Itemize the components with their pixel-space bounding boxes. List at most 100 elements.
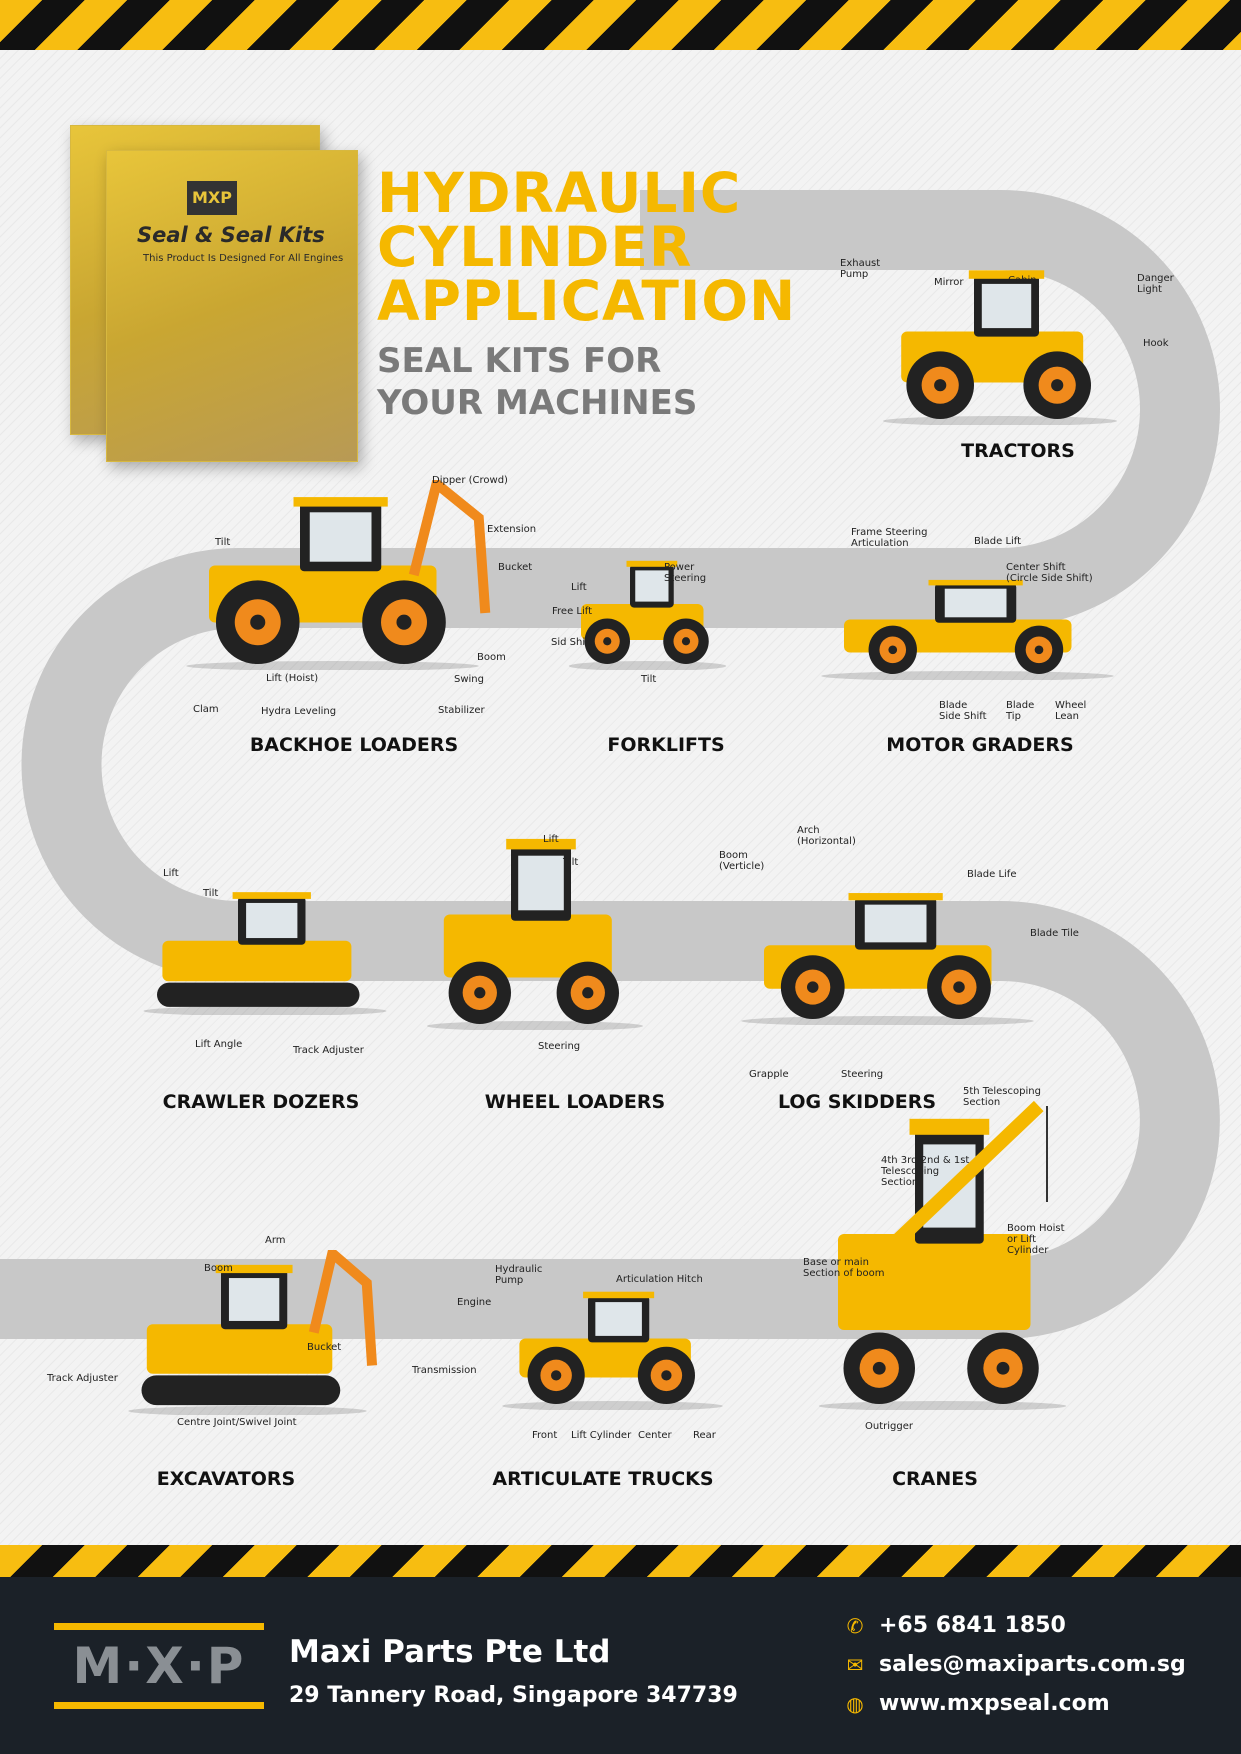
part-label: Articulation Hitch — [616, 1274, 703, 1285]
part-label: Frame Steering Articulation — [851, 527, 928, 549]
product-logo: MXP — [187, 181, 237, 215]
part-label: Center — [638, 1430, 672, 1441]
part-label: Track Adjuster — [293, 1045, 364, 1056]
part-label: Wheel Lean — [1055, 700, 1087, 722]
part-label: Lift — [543, 834, 559, 845]
part-label: Grapple — [749, 1069, 789, 1080]
forklifts-illustration — [568, 560, 727, 670]
part-label: Tilt — [215, 537, 231, 548]
part-label: Cabin — [1008, 275, 1037, 286]
contact-website[interactable]: ◍ www.mxpseal.com — [843, 1691, 1110, 1716]
part-label: Lift Cylinder — [571, 1430, 632, 1441]
machine-title-wheel-loaders: WHEEL LOADERS — [484, 1091, 666, 1113]
bottom-hazard-stripe — [0, 1545, 1241, 1577]
part-label: Free Lift — [552, 606, 593, 617]
company-address: 29 Tannery Road, Singapore 347739 — [289, 1683, 738, 1708]
mxp-logo: M·X·P — [54, 1623, 264, 1709]
part-label: Sid Shift — [551, 637, 593, 648]
part-label: Dipper (Crowd) — [432, 475, 508, 486]
part-label: Tilt — [203, 888, 219, 899]
part-label: Bucket — [307, 1342, 342, 1353]
part-label: Track Adjuster — [47, 1373, 118, 1384]
machine-title-forklifts: FORKLIFTS — [607, 734, 725, 756]
machine-title-motor-graders: MOTOR GRADERS — [886, 734, 1074, 756]
machine-title-cranes: CRANES — [892, 1468, 978, 1490]
machine-title-crawler-dozers: CRAWLER DOZERS — [162, 1091, 360, 1113]
contact-email[interactable]: ✉ sales@maxiparts.com.sg — [843, 1652, 1186, 1677]
part-label: Hook — [1143, 338, 1169, 349]
machine-title-articulate-trucks: ARTICULATE TRUCKS — [492, 1468, 714, 1490]
part-label: Steering — [841, 1069, 884, 1080]
part-label: Tilt — [563, 857, 579, 868]
part-label: Extension — [487, 524, 537, 535]
part-label: Center Shift (Circle Side Shift) — [1006, 562, 1093, 584]
globe-icon: ◍ — [846, 1691, 864, 1716]
cranes-illustration — [818, 1100, 1067, 1410]
product-pack-front: MXP Seal & Seal Kits This Product Is Des… — [106, 150, 358, 462]
title-line: HYDRAULIC — [377, 161, 742, 225]
mail-icon: ✉ — [846, 1652, 864, 1677]
articulate-trucks-illustration — [502, 1291, 723, 1410]
backhoe-loaders-illustration — [186, 480, 491, 670]
part-label: Transmission — [412, 1365, 477, 1376]
part-label: Blade Side Shift — [939, 700, 987, 722]
part-label: Lift — [163, 868, 179, 879]
part-label: Arch (Horizontal) — [797, 825, 856, 847]
road-path — [0, 190, 1220, 1339]
part-label: Power Steering — [664, 562, 707, 584]
part-label: Exhaust Pump — [840, 258, 881, 280]
machine-title-backhoe-loaders: BACKHOE LOADERS — [249, 734, 459, 756]
motor-graders-illustration — [821, 579, 1114, 680]
wheel-loaders-illustration — [427, 838, 643, 1030]
tractors-illustration — [883, 270, 1117, 425]
part-label: Steering — [538, 1041, 581, 1052]
phone-text[interactable]: +65 6841 1850 — [879, 1613, 1066, 1638]
part-label: Tilt — [641, 674, 657, 685]
part-label: Hydra Leveling — [261, 706, 337, 717]
part-label: Danger Light — [1137, 273, 1174, 295]
product-tagline: This Product Is Designed For All Engines — [143, 253, 344, 264]
top-hazard-stripe — [0, 0, 1241, 50]
part-label: Mirror — [934, 277, 964, 288]
part-label: 4th 3rd 2nd & 1st Telescoping Section — [881, 1155, 970, 1188]
company-name: Maxi Parts Pte Ltd — [289, 1634, 611, 1670]
page-title: HYDRAULIC CYLINDER APPLICATION — [377, 161, 797, 333]
part-label: Boom (Verticle) — [719, 850, 765, 872]
part-label: Engine — [457, 1297, 492, 1308]
part-label: Hydraulic Pump — [495, 1264, 543, 1286]
part-label: Blade Tile — [1030, 928, 1079, 939]
product-title: Seal & Seal Kits — [137, 223, 325, 247]
footer — [0, 1577, 1241, 1754]
phone-icon: ✆ — [846, 1613, 864, 1638]
title-line: APPLICATION — [377, 269, 797, 333]
subtitle-line: YOUR MACHINES — [377, 383, 698, 423]
part-label: Blade Tip — [1006, 700, 1035, 722]
log-skidders-illustration — [741, 893, 1034, 1025]
machine-title-log-skidders: LOG SKIDDERS — [777, 1091, 937, 1113]
part-label: Boom — [477, 652, 506, 663]
part-label: Clam — [193, 704, 219, 715]
website-text[interactable]: www.mxpseal.com — [879, 1691, 1110, 1716]
part-label: Stabilizer — [438, 705, 485, 716]
email-text[interactable]: sales@maxiparts.com.sg — [879, 1652, 1186, 1677]
machine-title-tractors: TRACTORS — [961, 440, 1075, 462]
part-label: Boom — [204, 1263, 233, 1274]
part-label: Lift — [571, 582, 587, 593]
part-label: Outrigger — [865, 1421, 913, 1432]
part-label: Lift (Hoist) — [266, 673, 319, 684]
part-label: Blade Lift — [974, 536, 1022, 547]
part-label: Arm — [265, 1235, 286, 1246]
part-label: Rear — [693, 1430, 716, 1441]
part-label: 5th Telescoping Section — [963, 1086, 1041, 1108]
title-line: CYLINDER — [377, 215, 693, 279]
part-label: Lift Angle — [195, 1039, 243, 1050]
part-label: Boom Hoist or Lift Cylinder — [1007, 1223, 1065, 1256]
page-subtitle: SEAL KITS FOR YOUR MACHINES — [377, 340, 697, 424]
part-label: Blade Life — [967, 869, 1017, 880]
subtitle-line: SEAL KITS FOR — [377, 341, 662, 381]
part-label: Swing — [454, 674, 484, 685]
excavators-illustration — [128, 1250, 378, 1415]
crawler-dozers-illustration — [143, 892, 387, 1015]
contact-phone[interactable]: ✆ +65 6841 1850 — [843, 1613, 1066, 1638]
part-label: Front — [532, 1430, 558, 1441]
